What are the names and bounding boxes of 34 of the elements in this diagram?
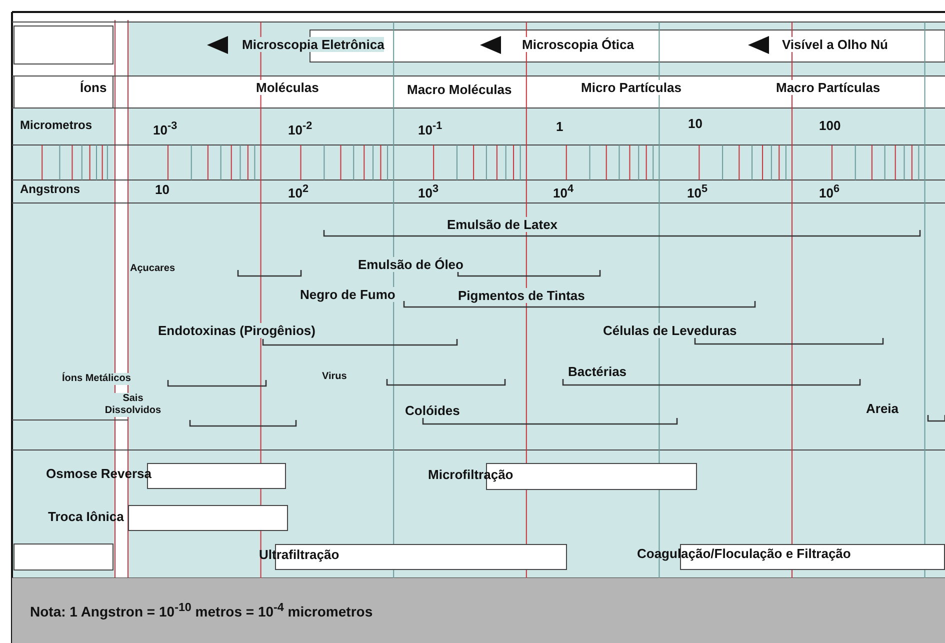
tick-label: 10 <box>155 182 170 197</box>
size-range-label: Negro de Fumo <box>300 287 396 302</box>
size-range-label: Endotoxinas (Pirogênios) <box>158 323 316 338</box>
tick-label: 10$^{6}$ <box>819 182 840 200</box>
category-label: Macro Partículas <box>776 80 880 95</box>
tick-label: 100 <box>819 118 841 133</box>
size-range-label: Bactérias <box>568 364 627 379</box>
tick-label: 10$^{3}$ <box>418 182 438 200</box>
scale-label: Microscopia Eletrônica <box>242 37 384 52</box>
note: Nota: 1 Angstron = 10$^{-10}$ metros = 10$^{-4}$ micrometros <box>30 600 373 620</box>
tick-label: 10$^{5}$ <box>687 182 708 200</box>
axis-title: Angstrons <box>20 183 80 195</box>
tick-label: 10$^{-2}$ <box>288 119 312 138</box>
size-range-label: Pigmentos de Tintas <box>458 288 585 303</box>
category-label: Macro Moléculas <box>407 82 512 97</box>
tick-label: 10$^{-1}$ <box>418 119 442 138</box>
axis-title: Micrometros <box>20 119 92 131</box>
scale-label: Microscopia Ótica <box>522 37 634 52</box>
size-range-label: Emulsão de Óleo <box>358 257 464 272</box>
size-range-label: Emulsão de Latex <box>447 217 558 232</box>
tick-label: 10$^{4}$ <box>553 182 574 200</box>
tick-label: 10$^{-3}$ <box>153 119 178 138</box>
size-range-label: Areia <box>866 401 899 416</box>
tick-label: 1 <box>556 119 564 134</box>
size-range-label: Células de Leveduras <box>603 323 737 338</box>
size-range-label: Íons Metálicos <box>62 373 131 385</box>
scale-label: Visível a Olho Nú <box>782 37 888 52</box>
size-range-label: Açucares <box>130 263 176 275</box>
size-range-label: Colóides <box>405 403 460 418</box>
tick-label: 10 <box>688 116 702 131</box>
tick-label: 10$^{2}$ <box>288 182 308 200</box>
category-label: Íons <box>80 80 107 95</box>
category-label: Moléculas <box>256 80 319 95</box>
category-label: Micro Partículas <box>581 80 682 95</box>
